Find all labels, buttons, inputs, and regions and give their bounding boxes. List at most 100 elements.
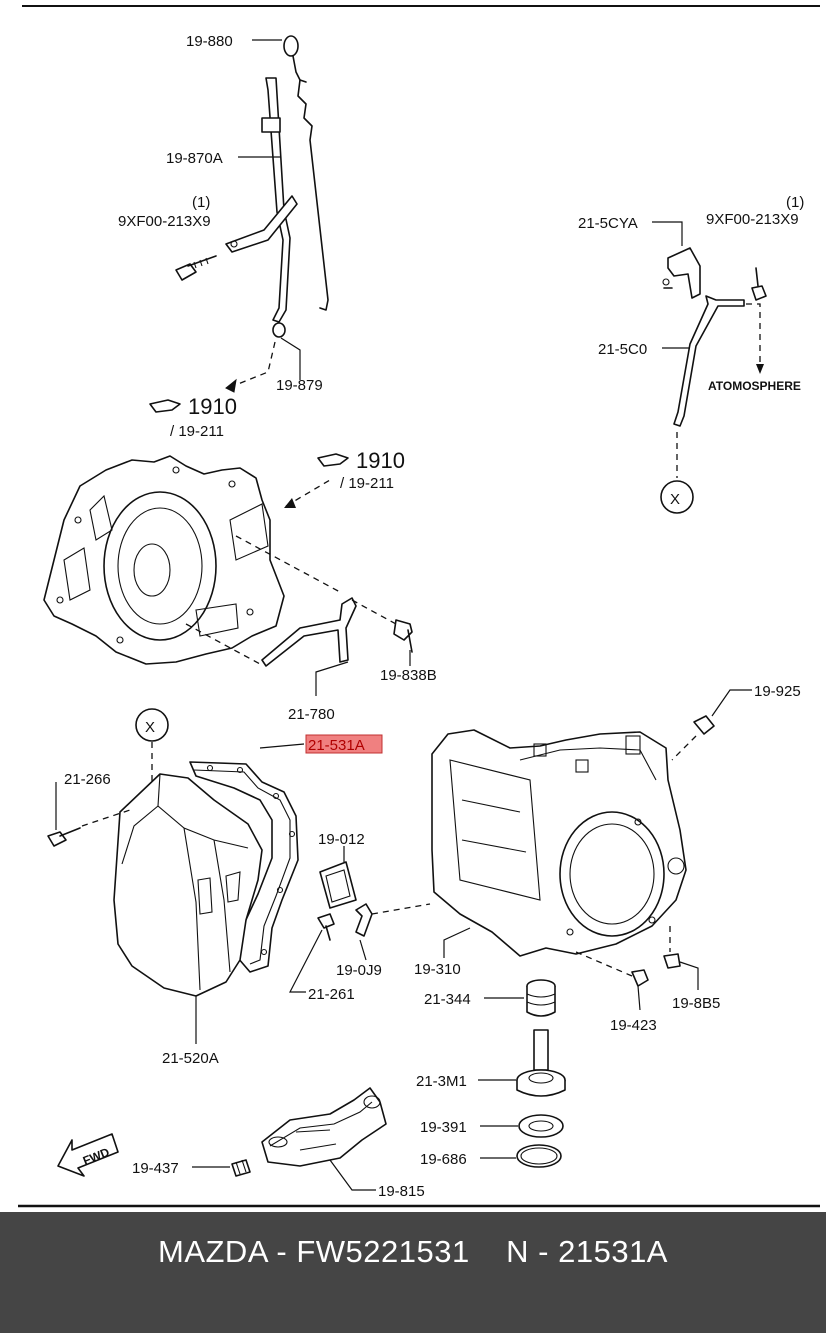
- leader-21-261: [289, 929, 323, 993]
- label-19-012: 19-012: [318, 831, 365, 848]
- bolt-9xf00-right[interactable]: [751, 267, 767, 301]
- ref-1910-b: 1910: [356, 448, 405, 473]
- label-atmosphere: ATOMOSPHERE: [708, 379, 801, 393]
- guide-dash-879: [227, 341, 276, 389]
- converter-housing-bore: [103, 491, 217, 641]
- plug-19-8b5[interactable]: [663, 953, 681, 969]
- leader-19-0j9: [359, 939, 367, 961]
- label-19-437: 19-437: [132, 1160, 179, 1177]
- label-21-3m1: 21-3M1: [416, 1073, 467, 1090]
- callout-x-mid[interactable]: [135, 708, 169, 742]
- label-21-344: 21-344: [424, 991, 471, 1008]
- label-bolt-right: 9XF00-213X9: [706, 211, 799, 228]
- label-bolt-left: 9XF00-213X9: [118, 213, 211, 230]
- label-21-261: 21-261: [308, 986, 355, 1003]
- label-21-531a[interactable]: 21-531A: [308, 737, 365, 754]
- bolt-19-838b[interactable]: [393, 619, 413, 653]
- label-21-520a: 21-520A: [162, 1050, 219, 1067]
- label-qty-left: (1): [192, 194, 210, 211]
- reference-1910-b[interactable]: 1910 / 19-211: [317, 448, 405, 492]
- clip-19-0j9[interactable]: [355, 903, 373, 937]
- label-qty-right: (1): [786, 194, 804, 211]
- hand-pointer-icon-b: [317, 453, 349, 467]
- plug-19-437[interactable]: [231, 1159, 251, 1177]
- gasket-21-531a[interactable]: [189, 761, 299, 973]
- label-19-925: 19-925: [754, 683, 801, 700]
- o-ring-19-879[interactable]: [272, 322, 286, 338]
- label-19-391: 19-391: [420, 1119, 467, 1136]
- leader-21-780: [315, 661, 349, 696]
- bolt-21-261[interactable]: [317, 913, 335, 941]
- guide-dash-bolt-838b: [351, 599, 397, 625]
- seal-19-391[interactable]: [518, 1114, 564, 1138]
- transaxle-case[interactable]: [43, 455, 285, 665]
- guide-dash-pipe-b: [185, 623, 261, 665]
- label-19-423: 19-423: [610, 1017, 657, 1034]
- breather-hose-21-5c0[interactable]: [673, 295, 745, 427]
- guide-dash-clip: [371, 903, 431, 915]
- ref-1910-a: 1910: [188, 394, 237, 419]
- oil-pan-21-520a[interactable]: [113, 773, 263, 997]
- plug-19-423[interactable]: [631, 969, 649, 1011]
- label-19-686: 19-686: [420, 1151, 467, 1168]
- dipstick-rod[interactable]: [292, 55, 329, 311]
- converter-housing-19-310[interactable]: [431, 729, 687, 957]
- oil-pipe-21-780[interactable]: [261, 597, 357, 667]
- leader-21-5cya: [652, 221, 683, 246]
- label-21-5cya: 21-5CYA: [578, 215, 638, 232]
- label-19-815: 19-815: [378, 1183, 425, 1200]
- guide-dash-pipe-a: [235, 535, 341, 593]
- leader-19-310: [443, 927, 471, 958]
- guide-dash-19-423: [575, 951, 633, 977]
- plug-19-925[interactable]: [693, 715, 715, 735]
- label-19-870a: 19-870A: [166, 150, 223, 167]
- exploded-parts-diagram: 19-880 19-870A (1) 9XF00-213X9 19-879 19…: [18, 5, 820, 1208]
- label-19-880: 19-880: [186, 33, 233, 50]
- leader-19-879: [280, 337, 301, 380]
- bolt-9xf00-left[interactable]: [175, 255, 217, 281]
- guide-dash-21-266: [81, 809, 131, 827]
- dipstick-handle-ring[interactable]: [283, 35, 299, 57]
- label-19-8b5: 19-8B5: [672, 995, 720, 1012]
- strainer-19-815[interactable]: [261, 1087, 387, 1167]
- callout-x-top[interactable]: [660, 480, 694, 514]
- ref-19-211-b: / 19-211: [340, 475, 394, 492]
- drain-bolt-21-266[interactable]: [47, 827, 81, 847]
- guide-dash-atmo: [746, 303, 761, 368]
- reference-1910-a[interactable]: 1910 / 19-211: [149, 394, 237, 440]
- highlight-box-21-531a: [305, 734, 383, 754]
- label-19-310: 19-310: [414, 961, 461, 978]
- label-21-5c0: 21-5C0: [598, 341, 647, 358]
- snap-ring-19-686[interactable]: [516, 1144, 562, 1168]
- breather-bracket-21-5cya[interactable]: [662, 247, 701, 299]
- screen-19-012[interactable]: [319, 861, 357, 909]
- forward-direction-arrow: FWD: [57, 1133, 119, 1177]
- spring-21-344[interactable]: [526, 979, 556, 1017]
- label-x-mid: X: [145, 719, 155, 736]
- leader-19-8b5: [679, 961, 699, 990]
- filler-tube[interactable]: [265, 77, 291, 323]
- filler-tube-group[interactable]: [225, 77, 298, 323]
- dipstick-group[interactable]: [283, 35, 329, 311]
- tube-bracket: [225, 195, 298, 253]
- label-21-780: 21-780: [288, 706, 335, 723]
- piston-21-3m1[interactable]: [516, 1029, 566, 1097]
- hand-pointer-icon: [149, 399, 181, 413]
- guide-dash-1910-b: [285, 479, 331, 507]
- label-19-879: 19-879: [276, 377, 323, 394]
- leader-21-531a: [259, 743, 305, 749]
- label-19-0j9: 19-0J9: [336, 962, 382, 979]
- leader-19-925: [711, 689, 752, 717]
- label-19-838b: 19-838B: [380, 667, 437, 684]
- footer-part-number: MAZDA - FW5221531 N - 21531A: [158, 1234, 668, 1269]
- housing-bore: [559, 811, 665, 937]
- fwd-arrow-icon: [57, 1133, 119, 1177]
- guide-dash-19-925: [671, 735, 697, 761]
- label-21-266: 21-266: [64, 771, 111, 788]
- ref-19-211-a: / 19-211: [170, 423, 224, 440]
- leader-19-815: [329, 1159, 376, 1191]
- tube-clip: [261, 117, 281, 133]
- footer-bar: MAZDA - FW5221531 N - 21531A: [0, 1212, 826, 1333]
- label-x-top: X: [670, 491, 680, 508]
